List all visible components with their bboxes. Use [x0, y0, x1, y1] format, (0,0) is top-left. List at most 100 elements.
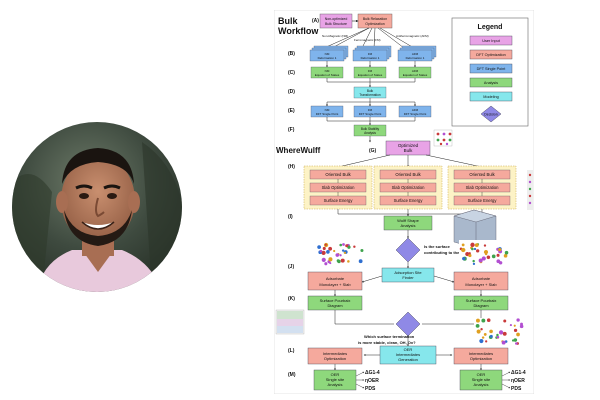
atom	[478, 258, 483, 263]
output-left-pds: PDS	[365, 386, 376, 392]
step-letter-j: (J)	[288, 264, 294, 270]
deform-nm-1: NM	[325, 52, 330, 56]
dft-afm-2: DFT Single Point	[404, 112, 427, 116]
pourbaix-right-line2: Diagram	[473, 303, 489, 308]
adsorbate-right-line1: Adsorbate	[472, 276, 491, 281]
atom	[496, 333, 499, 337]
legend-label-decision: Decision	[484, 113, 497, 117]
arrows-e-f	[326, 117, 416, 126]
atom	[321, 257, 326, 262]
atom	[480, 328, 483, 331]
adsorbate-left-line1: Adsorbate	[326, 276, 345, 281]
adsorption-site-finder-box	[381, 267, 435, 283]
step-letter-a: (A)	[312, 18, 319, 24]
arrows-j-k	[334, 290, 482, 297]
eos-nm-1: NM	[325, 69, 330, 73]
step-letter-l: (L)	[288, 348, 295, 354]
surface-step-box	[309, 195, 367, 206]
arrows-g-h	[337, 154, 483, 168]
atom	[503, 319, 507, 323]
atom	[475, 323, 480, 328]
atom	[319, 249, 323, 253]
atom	[471, 247, 474, 251]
adsorbate-thumbnails	[316, 240, 509, 266]
atom	[496, 259, 501, 264]
atom	[502, 331, 507, 336]
atom	[347, 260, 350, 263]
atom	[513, 338, 518, 342]
workflow-diagram: Bulk Workflow WhereWulff (A) (B) (C) (D)…	[273, 9, 535, 395]
optimized-bulk-line2: Bulk	[404, 148, 414, 153]
arrows-c-d	[326, 78, 416, 88]
atom	[515, 342, 518, 345]
atom	[468, 252, 471, 255]
arrows-l-m	[334, 364, 482, 371]
legend-swatch	[469, 91, 513, 102]
bulk-stability-line1: Bulk Stability	[361, 127, 380, 131]
atom	[509, 324, 512, 327]
atom	[511, 339, 515, 342]
atom	[345, 244, 349, 248]
atom	[328, 246, 333, 251]
bulk-transformation-line2: Transformation	[359, 93, 381, 97]
arrows-b-c	[326, 61, 416, 68]
output-right-dg: ΔG1-4	[511, 370, 526, 376]
oer-gen-line3: Generation	[398, 357, 418, 362]
portrait-illustration	[12, 122, 182, 292]
atom	[335, 253, 340, 257]
legend-label: Analysis	[484, 81, 498, 85]
eos-nm-2: Equation of States	[315, 73, 340, 77]
atom	[489, 329, 493, 334]
atom	[516, 332, 520, 337]
equation-of-states-row	[310, 66, 432, 79]
atom	[496, 335, 500, 339]
step-letter-f: (F)	[288, 127, 295, 133]
oer-slab-image	[474, 318, 526, 346]
atom	[476, 249, 480, 253]
fanout-arrows-b	[323, 27, 415, 49]
dft-nm-1: NM	[325, 108, 330, 112]
atom	[324, 262, 328, 266]
legend-title: Legend	[478, 24, 503, 31]
output-arrows	[355, 371, 511, 389]
oer-analysis-right-1: OER	[477, 372, 486, 377]
atom	[486, 255, 491, 260]
oer-analysis-left-1: OER	[331, 372, 340, 377]
oer-analysis-right-3: Analysis	[474, 382, 489, 387]
eos-fm-2: Equation of States	[358, 73, 383, 77]
atom	[353, 245, 356, 248]
wulff-question-line1: Is the surface	[424, 244, 451, 249]
surface-step-label: Oriented Bulk	[469, 172, 495, 177]
label-fm: Ferromagnetic (FM)	[354, 38, 381, 42]
wulff-question-line2: contributing to the Wulff shape?	[424, 250, 486, 255]
atom	[462, 256, 466, 261]
atom	[472, 262, 476, 266]
atom	[339, 254, 342, 257]
surface-step-label: Surface Energy	[468, 198, 498, 203]
atom	[341, 249, 345, 252]
pourbaix-right-line1: Surface Pourbaix	[466, 298, 497, 303]
legend-label: DFT Single Point	[477, 67, 507, 71]
atom	[513, 328, 518, 333]
surface-step-label: Surface Energy	[394, 198, 424, 203]
atom	[481, 336, 485, 339]
step-letter-c: (C)	[288, 70, 295, 76]
atom	[474, 243, 479, 248]
deform-nm-2: Deformation 1	[318, 56, 337, 60]
atom	[476, 318, 480, 323]
intermediates-right-line1: Intermediates	[469, 351, 493, 356]
atom	[496, 253, 500, 257]
atom	[484, 252, 488, 256]
optimized-bulk-line1: Optimized	[398, 143, 419, 148]
dft-nm-2: DFT Single Point	[316, 112, 339, 116]
atom	[486, 318, 491, 322]
adsorbate-right-line2: Monolayer + Slab	[465, 282, 497, 287]
deformation-row	[309, 45, 437, 62]
atom	[358, 259, 363, 264]
atom	[347, 245, 351, 249]
termination-question-line1: Which surface termination	[364, 334, 415, 339]
deform-fm-1: FM	[368, 52, 373, 56]
